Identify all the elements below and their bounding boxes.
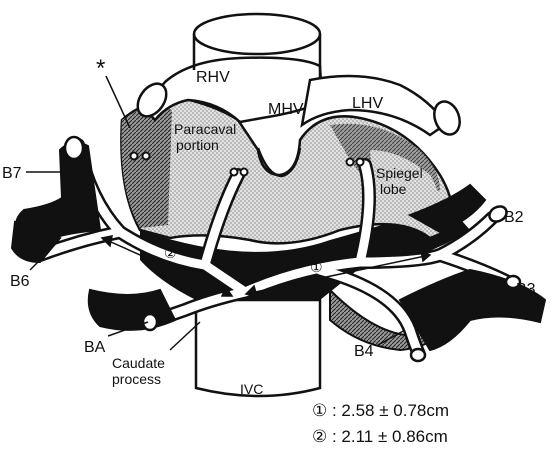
label-paracaval-1: Paracaval [174,121,236,137]
legend-item-2: ② : 2.11 ± 0.86cm [312,427,448,446]
label-rhv: RHV [196,69,230,86]
label-spiegel-2: lobe [380,181,407,197]
label-b4: B4 [354,343,374,360]
label-asterisk: * [96,55,105,82]
label-b2: B2 [504,209,524,226]
label-caudate-1: Caudate [112,355,165,371]
label-ba: BA [84,339,106,356]
label-marker-1: ① [310,259,323,275]
label-b6: B6 [10,273,30,290]
label-spiegel-1: Spiegel [376,165,423,181]
label-paracaval-2: portion [176,137,219,153]
label-lhv: LHV [352,95,383,112]
label-b7: B7 [2,165,22,182]
label-mhv: MHV [268,101,304,118]
label-caudate-2: process [112,371,161,387]
label-marker-2: ② [164,245,177,261]
label-b3: B3 [516,281,536,298]
legend-item-1: ① : 2.58 ± 0.78cm [312,401,449,420]
label-ivc: IVC [240,381,263,397]
